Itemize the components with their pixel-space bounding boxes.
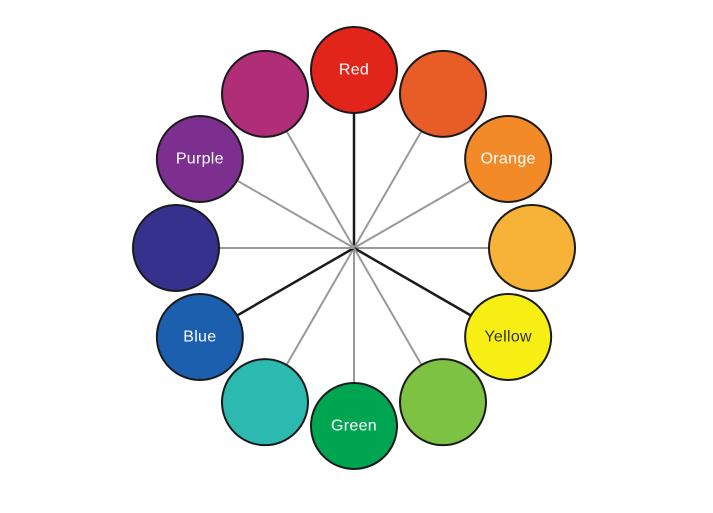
color-label-orange: Orange [481,151,536,168]
color-circle-red-orange [399,49,487,138]
color-circle-blue-green [221,358,309,447]
wheel-segment-blue-purple [132,204,220,292]
wheel-segment-red: Red [310,26,398,114]
wheel-segment-yellow: Yellow [464,293,553,381]
color-circle-blue-purple [132,204,220,292]
color-label-purple: Purple [176,151,224,168]
wheel-segment-orange: Orange [464,115,553,203]
wheel-segment-blue: Blue [155,293,244,381]
wheel-segment-red-orange [399,49,487,138]
color-label-red: Red [339,62,369,79]
color-circle-blue [155,293,244,381]
wheel-segment-red-purple [221,49,309,138]
color-circle-yellow [464,293,553,381]
wheel-segment-yellow-green [399,358,487,447]
wheel-segment-blue-green [221,358,309,447]
wheel-segment-yellow-orange [488,204,576,292]
color-circle-green [310,382,398,470]
color-circle-red [310,26,398,114]
color-label-green: Green [331,418,377,435]
color-circle-red-purple [221,49,309,138]
wheel-segment-green: Green [310,382,398,470]
color-circle-yellow-orange [488,204,576,292]
color-circle-purple [155,115,244,203]
color-label-yellow: Yellow [484,329,532,346]
wheel-segment-purple: Purple [155,115,244,203]
color-label-blue: Blue [183,329,216,346]
color-circle-yellow-green [399,358,487,447]
color-circle-orange [464,115,553,203]
